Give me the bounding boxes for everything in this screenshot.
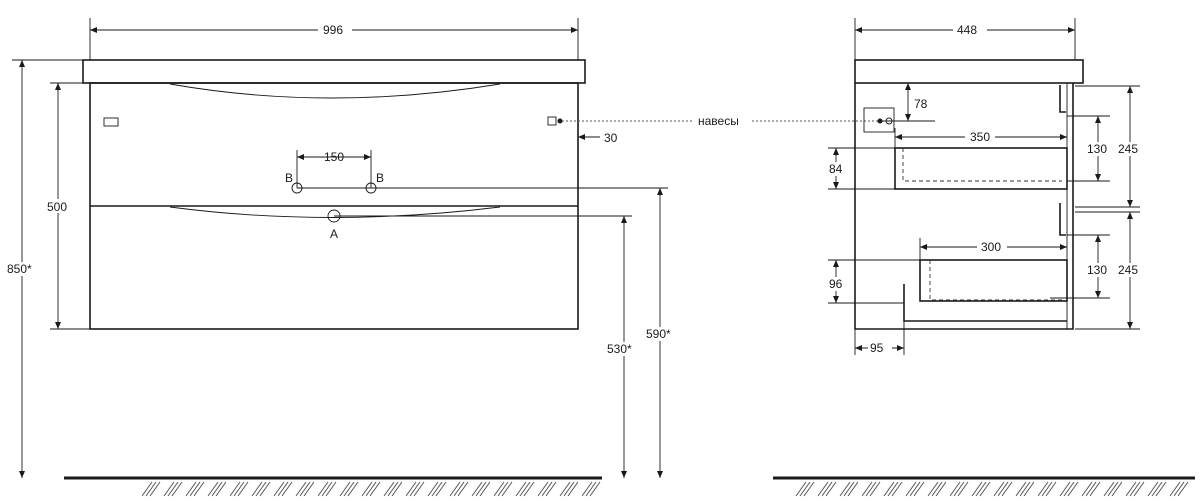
front-countertop: [82, 59, 586, 84]
lower-drawer-depth-dim: 300: [981, 240, 1001, 254]
width-dim: 996: [323, 23, 343, 37]
inlet-right-label: B: [376, 171, 384, 185]
front-right-hinge-icon: [547, 116, 557, 126]
drain-label: A: [330, 227, 338, 241]
lower-drawer-inner-dim: 130: [1087, 263, 1107, 277]
hinges-label: навесы: [698, 114, 739, 128]
cabinet-height-dim: 500: [47, 200, 67, 214]
lower-drawer-front-dim: 245: [1118, 263, 1138, 277]
front-right-hinge-dot: [557, 118, 563, 124]
side-upper-drawer: [894, 147, 1068, 190]
hinge-drop-dim: 78: [914, 97, 928, 111]
inlet-height-dim: 590*: [646, 327, 671, 341]
drain-height-dim: 530*: [607, 342, 632, 356]
front-floor-hatch: [141, 481, 601, 497]
front-top-handle-curve: [169, 83, 501, 99]
front-view: B B A 150 996 850* 500 530*: [4, 18, 678, 497]
lower-drawer-side-dim: 96: [829, 277, 843, 291]
side-cabinet-body: [854, 83, 1074, 330]
depth-dim: 448: [957, 23, 977, 37]
upper-drawer-side-dim: 84: [829, 162, 843, 176]
upper-drawer-inner-dim: 130: [1087, 142, 1107, 156]
upper-drawer-depth-dim: 350: [970, 130, 990, 144]
front-left-hinge-icon: [103, 117, 119, 127]
upper-drawer-front-dim: 245: [1118, 142, 1138, 156]
hinge-offset-dim: 30: [604, 131, 618, 145]
side-view: 448 78 350 300 84 96 95: [773, 18, 1195, 497]
plinth-offset-dim: 95: [870, 341, 884, 355]
side-lower-drawer: [919, 259, 1068, 302]
inlet-spacing-dim: 150: [324, 150, 344, 164]
inlet-left-label: B: [285, 171, 293, 185]
side-floor-hatch: [795, 481, 1189, 497]
side-countertop: [854, 59, 1084, 84]
total-height-dim: 850*: [7, 262, 32, 276]
hinges-callout: навесы: [562, 114, 880, 128]
side-hinge-icon: [863, 107, 895, 133]
front-lower-handle-curve: [169, 206, 501, 218]
